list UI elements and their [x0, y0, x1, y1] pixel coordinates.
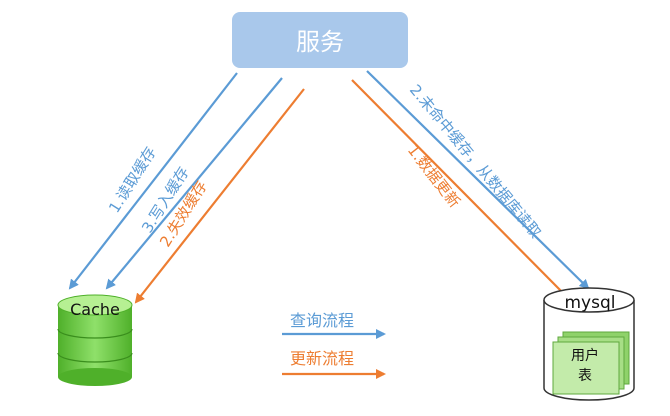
service-box [232, 12, 408, 68]
arrow-read-cache [68, 72, 238, 290]
mysql-top [543, 287, 635, 313]
arrow-miss-read-db [366, 70, 590, 290]
cache-node: Cache [57, 294, 133, 386]
user-table-label-line2: 表 [578, 368, 592, 384]
arrow-invalidate-cache [134, 88, 305, 304]
cache-label: Cache [70, 300, 120, 319]
legend-query-label: 查询流程 [290, 311, 354, 330]
cache-band-2 [57, 352, 133, 363]
cache-bottom [58, 368, 132, 386]
label-update-data: 1.数据更新 [404, 141, 464, 211]
cache-body [58, 305, 132, 377]
mysql-node: mysql 用户 表 [543, 287, 635, 401]
service-node: 服务 [232, 12, 408, 68]
cache-band-1 [57, 328, 133, 339]
mysql-label: mysql [565, 293, 616, 313]
arrow-update-data [351, 79, 570, 300]
legend: 查询流程 更新流程 [282, 311, 386, 379]
user-table-label-line1: 用户 [571, 347, 599, 364]
legend-update-label: 更新流程 [290, 349, 354, 368]
user-table-sheet-front [552, 341, 620, 395]
service-label: 服务 [296, 28, 344, 56]
arrow-write-cache [105, 77, 283, 290]
cache-top [57, 294, 133, 316]
